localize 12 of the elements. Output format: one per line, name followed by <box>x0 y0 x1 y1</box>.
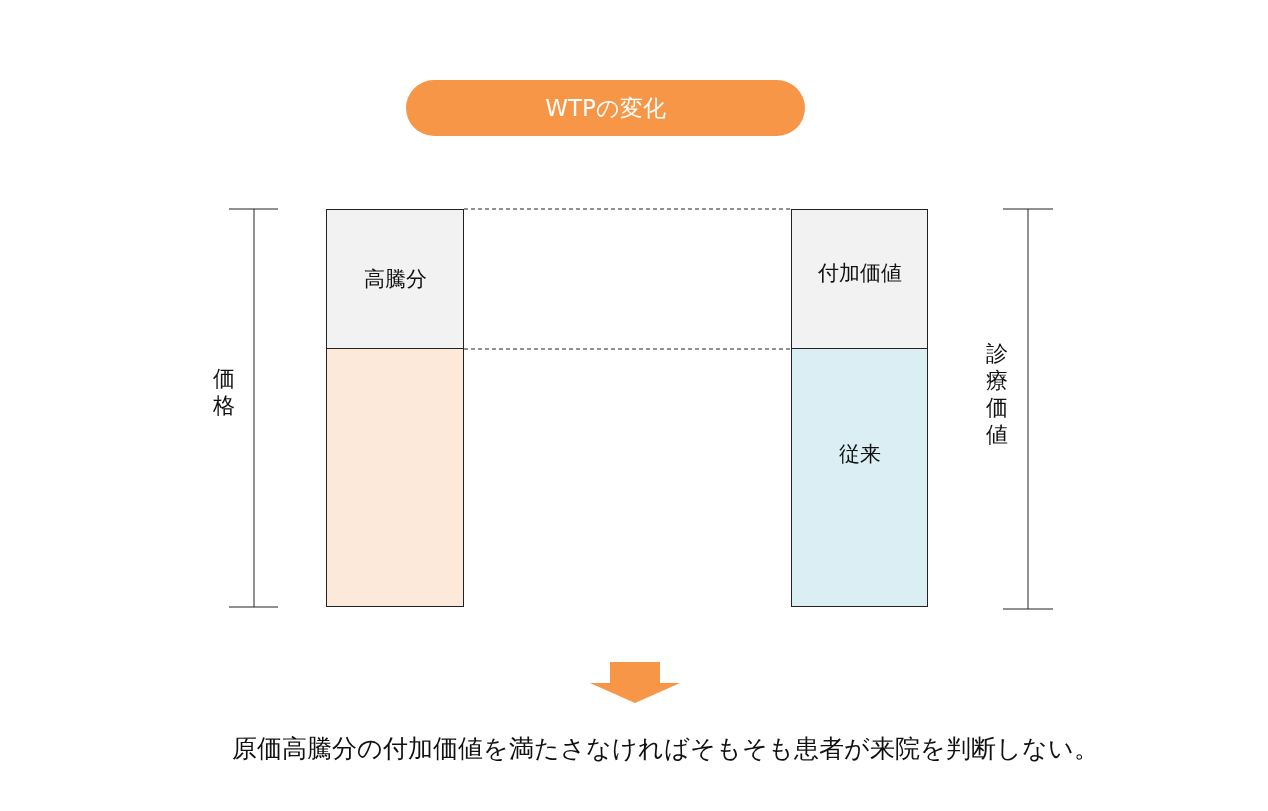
dashed-line <box>463 348 792 350</box>
bar-segment <box>791 349 928 607</box>
segment-label: 付加価値 <box>817 260 902 287</box>
bracket-label: 価格 <box>212 365 236 419</box>
bracket-label: 診療価値 <box>985 340 1009 448</box>
title-pill: WTPの変化 <box>406 80 805 136</box>
segment-label: 従来 <box>838 440 881 468</box>
bar-segment <box>791 209 928 349</box>
dashed-line <box>463 208 792 210</box>
caption-text: 原価高騰分の付加価値を満たさなければそもそも患者が来院を判断しない。 <box>230 733 1100 765</box>
bar-segment <box>326 209 464 349</box>
segment-label: 高騰分 <box>363 266 427 293</box>
